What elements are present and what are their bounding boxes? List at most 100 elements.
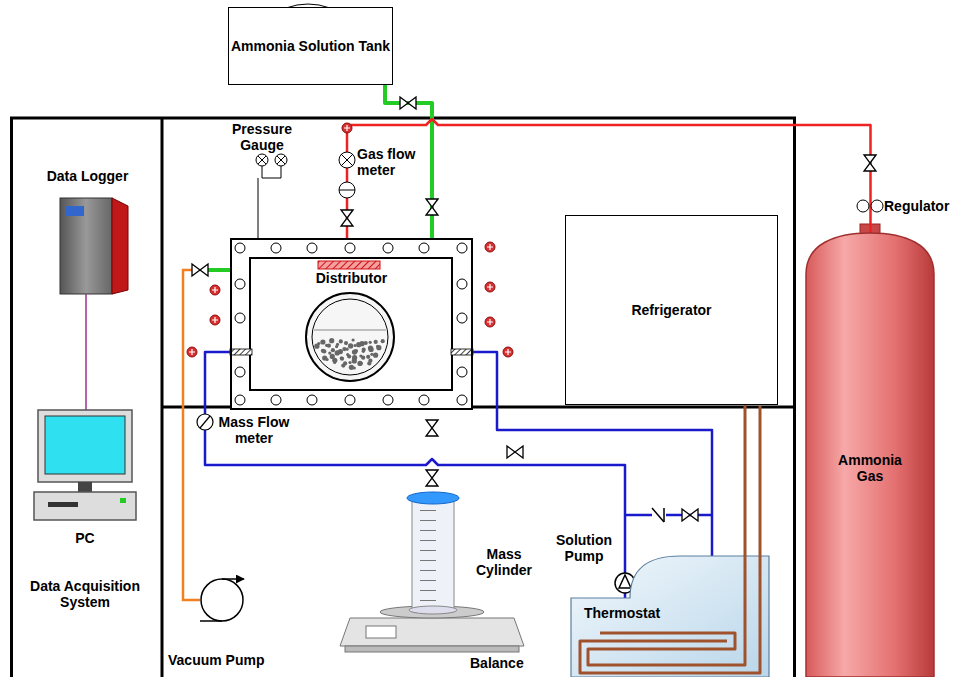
bolt-hole [307, 243, 317, 253]
pc-monitor [38, 410, 132, 482]
thermostat-body [571, 556, 769, 677]
part-label: PC [55, 530, 115, 546]
tank-box: Ammonia Solution Tank [228, 7, 393, 85]
droplet [361, 356, 365, 360]
droplet [320, 339, 325, 344]
droplet [369, 341, 372, 344]
balance-display [366, 626, 396, 638]
node-label: Ammonia Gas [828, 452, 912, 484]
drawing-part [857, 200, 869, 212]
bolt-hole [345, 243, 355, 253]
drawing-part [258, 156, 266, 164]
bolt-hole [383, 395, 393, 405]
pc-drive [48, 502, 78, 507]
gas-cylinder: Ammonia Gas [805, 232, 935, 677]
part-label: Data Logger [30, 168, 145, 184]
valve-handle [485, 242, 495, 252]
droplet [321, 349, 325, 353]
drawing-part [277, 156, 285, 164]
frame-line [793, 118, 796, 677]
frame-line [161, 118, 164, 677]
valve-symbol [341, 210, 353, 226]
drawing-part [341, 154, 353, 166]
check-valve-symbol [652, 508, 666, 522]
droplet [353, 366, 356, 369]
bypass-line [625, 514, 712, 517]
bolt-hole [307, 395, 317, 405]
pc-case [34, 492, 136, 520]
drawing-part [871, 200, 883, 212]
bolt-hole [345, 395, 355, 405]
valve-symbol [426, 420, 438, 436]
sight-window [312, 299, 388, 375]
tube-fitting [451, 349, 473, 355]
node-label: Ammonia Solution Tank [231, 38, 390, 54]
valve-handle [189, 349, 195, 355]
droplet [329, 338, 334, 343]
part-label: Pressure Gauge [222, 121, 302, 153]
mass-cylinder-rim [407, 492, 459, 504]
vacuum-pump-symbol [200, 620, 222, 622]
part-label: Balance [470, 655, 540, 671]
drawing-part [339, 182, 355, 198]
balance [345, 646, 519, 652]
valve-symbol [426, 470, 438, 486]
valve-symbol [507, 446, 523, 458]
pc-led [120, 498, 126, 503]
bolt-hole [271, 395, 281, 405]
valve-handles [187, 123, 513, 357]
droplet [340, 357, 344, 361]
part-label: Regulator [884, 198, 952, 214]
valve-handle [487, 319, 493, 325]
bolt-hole [457, 313, 467, 323]
valve-symbol [864, 155, 876, 171]
frame-line [10, 117, 796, 120]
droplet [335, 345, 338, 348]
bolt-hole [457, 367, 467, 377]
valve-symbol [400, 97, 416, 109]
valve-handle [210, 285, 220, 295]
valve-handle [210, 285, 220, 295]
chamber-flange [230, 238, 473, 410]
drawing-part [275, 154, 287, 166]
valve-symbol [192, 264, 208, 276]
droplet [352, 358, 357, 363]
valve-symbols [192, 97, 876, 521]
droplet [314, 344, 319, 349]
part-label: Mass Flow meter [212, 414, 296, 446]
drawing-part [663, 508, 665, 522]
drawing-part [652, 508, 666, 522]
droplet [344, 341, 348, 345]
vacuum-line [183, 270, 200, 600]
bolt-hole [457, 279, 467, 289]
pc-stand [78, 482, 92, 492]
bolt-hole [383, 243, 393, 253]
valve-handle [212, 287, 218, 293]
droplet [381, 339, 385, 343]
data-logger-icon [112, 198, 128, 294]
valve-symbol [507, 446, 523, 458]
test-chamber: Distributor [230, 238, 473, 410]
node-label: Distributor [316, 270, 388, 286]
droplet [325, 344, 328, 347]
balance-pan [380, 606, 484, 618]
valve-symbol [426, 199, 438, 215]
valve-symbol [682, 509, 698, 521]
drawing-part [339, 190, 355, 191]
pipe-connector [744, 405, 747, 556]
bolt-hole [271, 243, 281, 253]
bolt-hole [457, 395, 467, 405]
valve-symbol [192, 264, 208, 276]
bolt-hole [419, 395, 429, 405]
bolt-hole [235, 243, 245, 253]
valve-handle [342, 123, 352, 133]
droplet [352, 350, 357, 355]
valve-handle [503, 347, 513, 357]
part-label: Vacuum Pump [168, 652, 278, 668]
distributor-plate [318, 261, 380, 269]
part-label: Solution Pump [550, 532, 618, 564]
droplet [322, 355, 327, 360]
droplet [352, 338, 355, 341]
regulator-symbol [857, 200, 883, 212]
droplet [364, 341, 368, 345]
